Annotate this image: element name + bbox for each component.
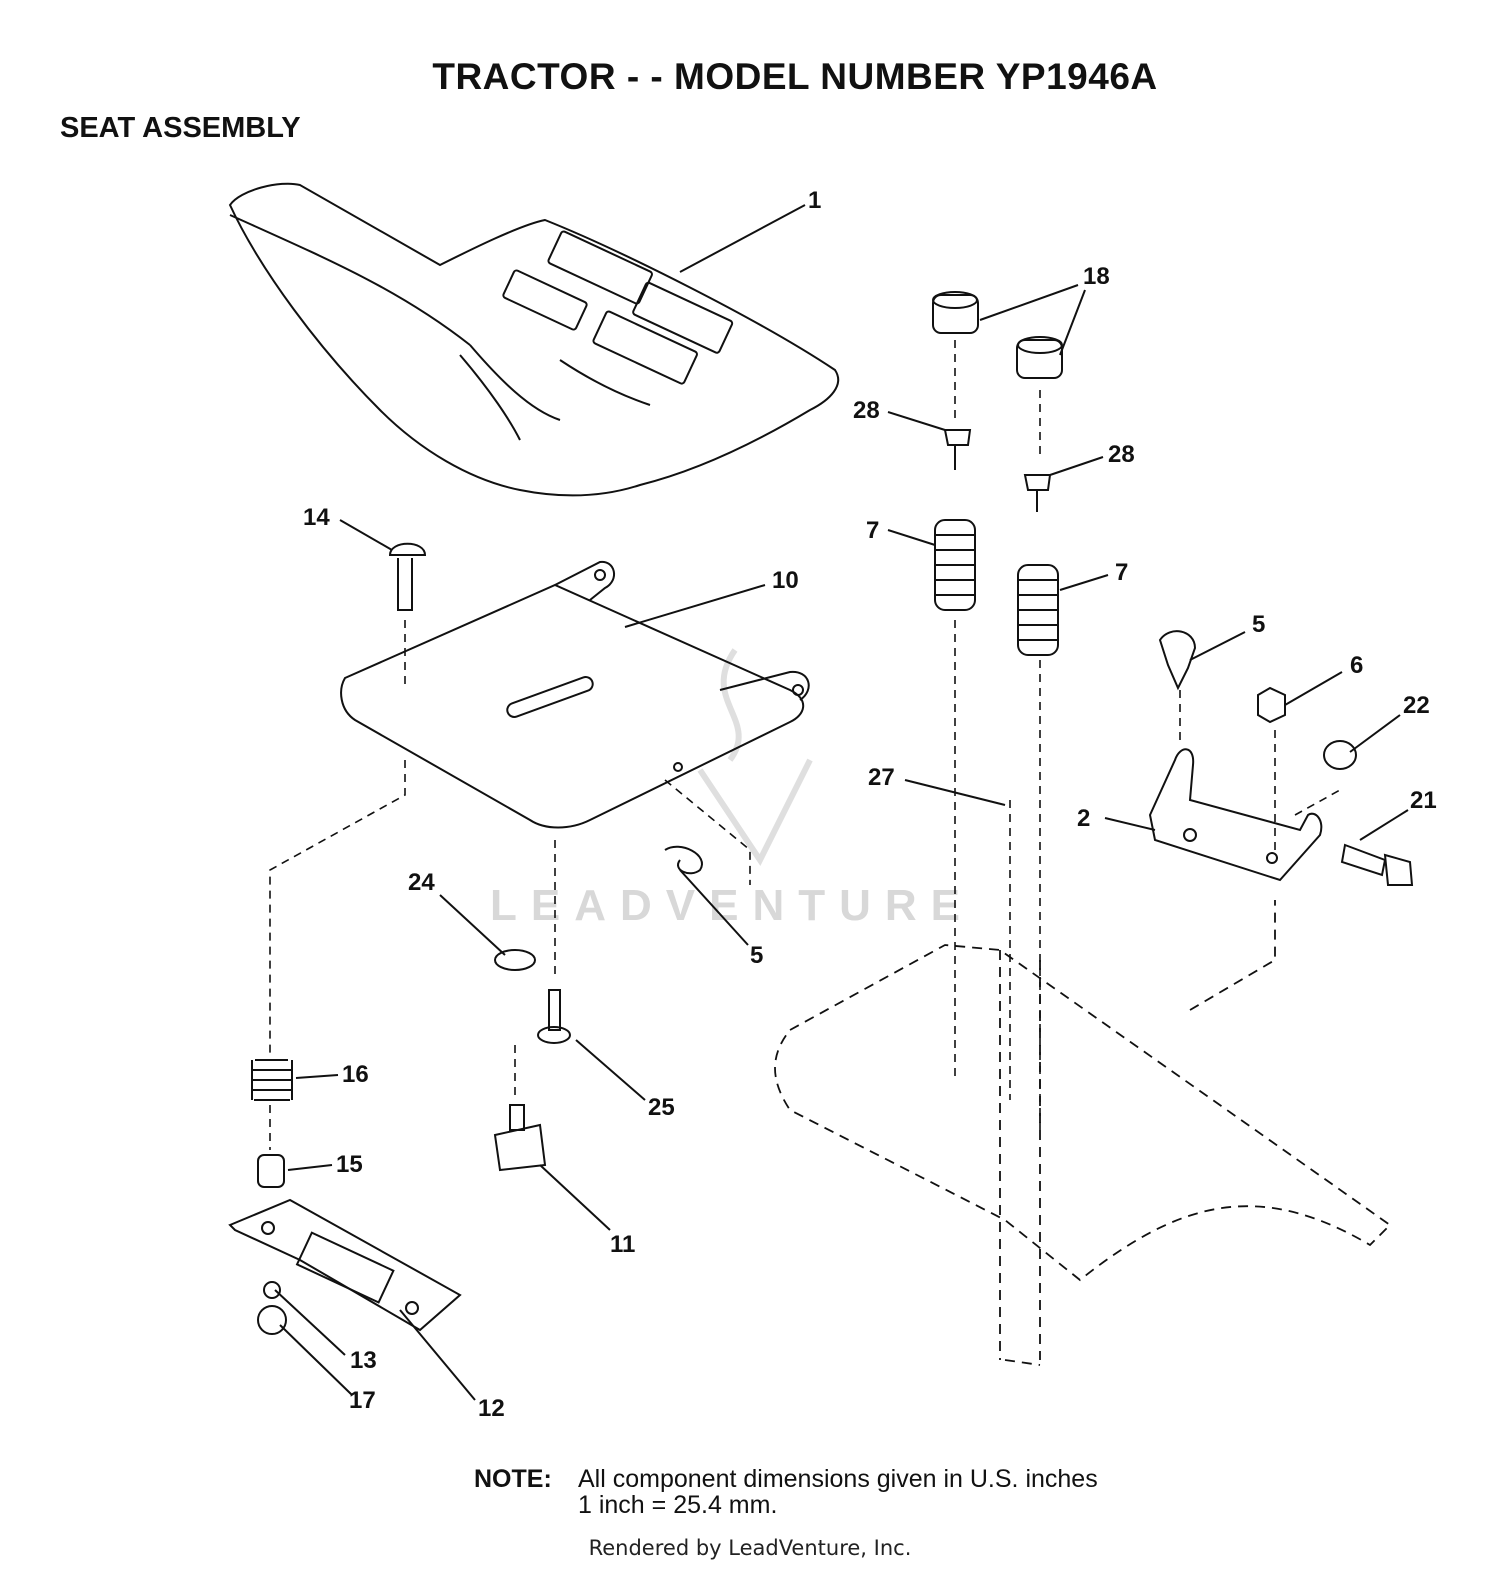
callout-1: 1 — [808, 187, 821, 214]
callout-28b: 28 — [1108, 441, 1135, 468]
seat-part — [228, 182, 840, 497]
callout-21: 21 — [1410, 787, 1437, 814]
note-line-2: 1 inch = 25.4 mm. — [578, 1491, 778, 1519]
callout-5a: 5 — [1252, 611, 1265, 638]
callout-17: 17 — [349, 1387, 376, 1414]
watermark-logo — [697, 648, 813, 866]
pivot-bracket-part — [1148, 748, 1323, 882]
adjustment-knob-part — [493, 1104, 547, 1172]
callout-18: 18 — [1083, 263, 1110, 290]
callout-28a: 28 — [853, 397, 880, 424]
seat-pan-part — [340, 560, 810, 829]
callout-22: 22 — [1403, 692, 1430, 719]
callout-12: 12 — [478, 1395, 505, 1422]
lockwasher-part — [263, 1281, 281, 1299]
callout-10: 10 — [772, 567, 799, 594]
page-title: TRACTOR - - MODEL NUMBER YP1946A — [432, 56, 1158, 97]
flange-nut-part — [1323, 740, 1357, 770]
callout-15: 15 — [336, 1151, 363, 1178]
callout-27: 27 — [868, 764, 895, 791]
hex-nut-part — [1257, 686, 1286, 724]
assembly-lines — [269, 340, 1341, 1150]
carriage-bolt-part — [388, 542, 427, 611]
hex-bolt-part — [1340, 843, 1414, 886]
shoulder-bolt-part — [537, 989, 571, 1044]
note-label: NOTE: — [474, 1465, 552, 1493]
footer-credit: Rendered by LeadVenture, Inc. — [588, 1536, 912, 1560]
locknut-part — [257, 1305, 287, 1335]
callout-leaders — [274, 204, 1409, 1401]
watermark-text: LEADVENTURE — [490, 881, 974, 930]
note-block: NOTE: All component dimensions given in U… — [474, 1466, 1098, 1518]
section-title: SEAT ASSEMBLY — [60, 112, 301, 144]
callout-16: 16 — [342, 1061, 369, 1088]
callout-7b: 7 — [1115, 559, 1128, 586]
callout-13: 13 — [350, 1347, 377, 1374]
slide-bracket-part — [228, 1198, 462, 1332]
hairpin-cotter-part-2 — [1158, 630, 1197, 691]
callout-25: 25 — [648, 1094, 675, 1121]
screw-part — [943, 429, 1052, 512]
callout-5b: 5 — [750, 942, 763, 969]
note-line-1: All component dimensions given in U.S. i… — [578, 1465, 1098, 1493]
callout-14: 14 — [303, 504, 330, 531]
callout-11: 11 — [610, 1231, 635, 1258]
callout-labels: 1 18 28 28 14 10 7 7 5 6 22 27 2 21 24 5… — [303, 187, 1437, 1422]
callout-6: 6 — [1350, 652, 1363, 679]
tractor-frame-outline — [774, 900, 1392, 1366]
compression-spring-part — [934, 519, 1059, 656]
callout-7a: 7 — [866, 517, 879, 544]
spacer-part — [257, 1154, 285, 1188]
spring-part — [251, 1059, 293, 1101]
callout-24: 24 — [408, 869, 435, 896]
bumper-part — [932, 291, 1063, 379]
washer-part — [494, 949, 536, 971]
callout-2: 2 — [1077, 805, 1090, 832]
hairpin-cotter-part — [664, 845, 703, 875]
